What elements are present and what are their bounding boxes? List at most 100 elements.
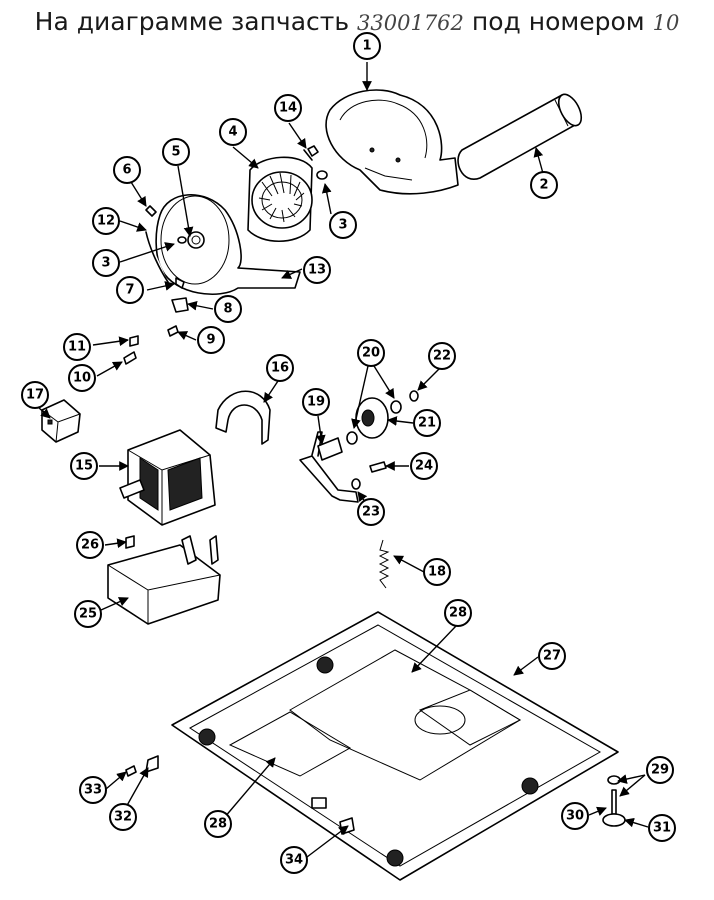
callout-22: 22 [428, 342, 456, 370]
svg-text:18: 18 [428, 565, 446, 580]
idler-pulley [355, 397, 389, 439]
callout-6: 6 [113, 156, 141, 184]
motor-switch [41, 399, 81, 443]
callout-31: 31 [648, 814, 676, 842]
screw-10 [123, 351, 137, 365]
washer-23 [351, 478, 361, 490]
svg-text:34: 34 [285, 853, 303, 868]
dryer-base [171, 611, 619, 881]
callout-5: 5 [162, 138, 190, 166]
callout-11: 11 [63, 333, 91, 361]
screw-24 [369, 461, 387, 473]
washer-22 [409, 390, 419, 402]
svg-text:27: 27 [543, 649, 561, 664]
svg-text:17: 17 [26, 388, 44, 403]
callout-30: 30 [561, 802, 589, 830]
svg-text:4: 4 [228, 125, 237, 140]
callout-33: 33 [79, 776, 107, 804]
leveling-leg [602, 775, 626, 827]
callout-26: 26 [76, 531, 104, 559]
callout-28: 28 [444, 599, 472, 627]
svg-text:28: 28 [209, 817, 227, 832]
svg-text:8: 8 [223, 302, 232, 317]
svg-text:30: 30 [566, 809, 584, 824]
screw-33 [125, 765, 137, 777]
screw-11 [129, 335, 139, 347]
callout-15: 15 [70, 452, 98, 480]
callout-24: 24 [410, 452, 438, 480]
svg-text:12: 12 [97, 214, 115, 229]
callout-10: 10 [68, 364, 96, 392]
svg-text:9: 9 [206, 333, 215, 348]
callout-17: 17 [21, 381, 49, 409]
svg-text:6: 6 [122, 163, 131, 178]
svg-text:15: 15 [75, 459, 93, 474]
callout-20: 20 [357, 339, 385, 367]
washer-3b [177, 236, 187, 244]
title-prefix: На диаграмме запчасть [34, 7, 350, 36]
svg-text:33: 33 [84, 783, 102, 798]
svg-text:31: 31 [653, 821, 671, 836]
callout-19: 19 [302, 388, 330, 416]
svg-text:32: 32 [114, 810, 132, 825]
svg-text:5: 5 [171, 145, 180, 160]
svg-text:20: 20 [362, 346, 380, 361]
svg-text:10: 10 [73, 371, 91, 386]
callout-8: 8 [214, 295, 242, 323]
svg-text:28: 28 [449, 606, 467, 621]
callout-9: 9 [197, 326, 225, 354]
svg-text:13: 13 [308, 263, 326, 278]
svg-text:11: 11 [68, 340, 86, 355]
blower-washer [316, 170, 328, 180]
svg-text:25: 25 [79, 607, 97, 622]
callout-23: 23 [357, 498, 385, 526]
svg-text:21: 21 [418, 416, 436, 431]
svg-text:26: 26 [81, 538, 99, 553]
svg-text:1: 1 [362, 39, 371, 54]
callout-16: 16 [266, 354, 294, 382]
callout-34: 34 [280, 846, 308, 874]
svg-text:19: 19 [307, 395, 325, 410]
motor-mount [107, 535, 221, 625]
callout-14: 14 [274, 94, 302, 122]
page-title: На диаграмме запчасть 33001762 под номер… [0, 0, 714, 44]
gasket-strip [145, 231, 169, 283]
svg-text:7: 7 [125, 283, 134, 298]
title-middle: под номером [471, 7, 645, 36]
screw-6 [145, 205, 157, 217]
callout-3: 3 [92, 249, 120, 277]
callout-27: 27 [538, 642, 566, 670]
callout-3: 3 [329, 211, 357, 239]
svg-text:29: 29 [651, 763, 669, 778]
blower-wheel [247, 156, 313, 242]
callout-28: 28 [204, 810, 232, 838]
svg-text:16: 16 [271, 361, 289, 376]
blower-housing [325, 89, 459, 195]
svg-text:3: 3 [338, 218, 347, 233]
title-item-number: 10 [652, 11, 680, 35]
screw-7 [175, 277, 185, 289]
callout-32: 32 [109, 803, 137, 831]
title-part-number: 33001762 [357, 11, 464, 35]
idler-spring [378, 539, 390, 589]
callout-18: 18 [423, 558, 451, 586]
svg-text:24: 24 [415, 459, 433, 474]
svg-text:22: 22 [433, 349, 451, 364]
callout-2: 2 [530, 171, 558, 199]
callout-13: 13 [303, 256, 331, 284]
screw-26 [125, 535, 135, 549]
callout-21: 21 [413, 409, 441, 437]
callout-25: 25 [74, 600, 102, 628]
blower-screw [303, 145, 319, 161]
svg-text:23: 23 [362, 505, 380, 520]
callout-1: 1 [353, 32, 381, 60]
exhaust-duct [457, 93, 583, 181]
callout-29: 29 [646, 756, 674, 784]
svg-text:3: 3 [101, 256, 110, 271]
drive-motor [119, 429, 216, 526]
callout-12: 12 [92, 207, 120, 235]
bushing-8 [171, 297, 189, 313]
svg-text:2: 2 [539, 178, 548, 193]
washer-20a [346, 431, 358, 445]
